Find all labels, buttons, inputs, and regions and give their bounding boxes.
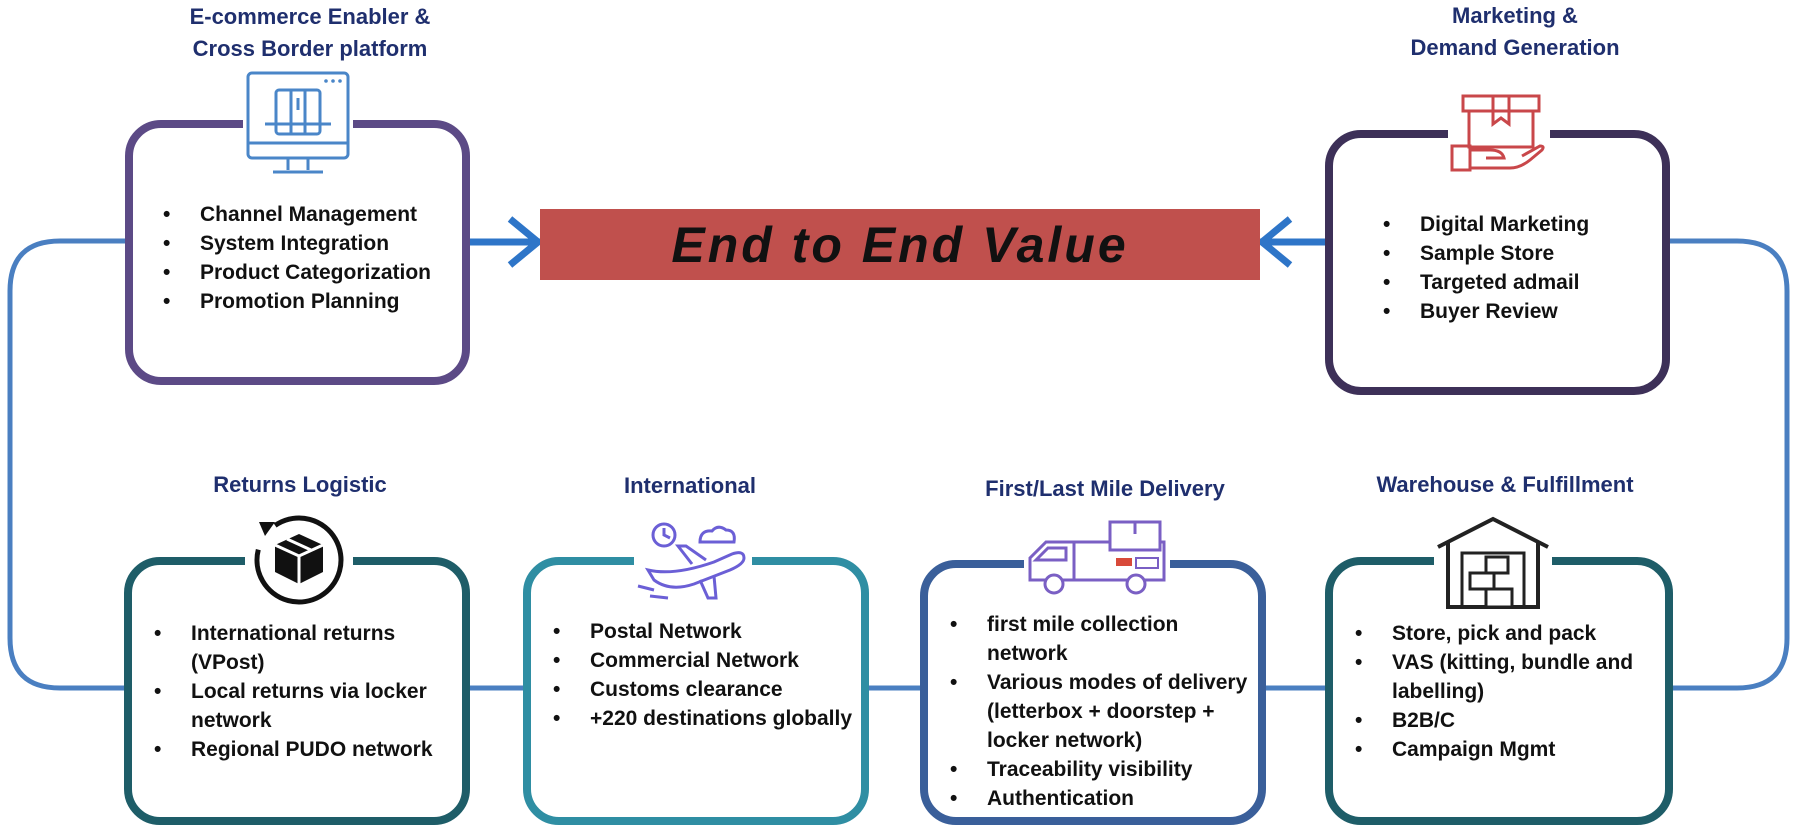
marketing-title: Marketing & Demand Generation (1355, 0, 1675, 64)
ecommerce-title: E-commerce Enabler & Cross Border platfo… (150, 1, 470, 65)
international-title: International (540, 470, 840, 502)
ecommerce-list: Channel Management System Integration Pr… (163, 200, 431, 316)
list-item: Promotion Planning (163, 287, 431, 316)
warehouse-icon (1434, 515, 1552, 610)
list-item: Customs clearance (553, 675, 852, 704)
list-item: network (987, 642, 1068, 665)
list-item: (letterbox + doorstep + (987, 700, 1215, 723)
delivery-title: First/Last Mile Delivery (935, 473, 1275, 505)
list-item: (VPost) (191, 651, 265, 674)
return-box-icon (245, 512, 353, 608)
list-item: Store, pick and pack (1355, 619, 1633, 648)
returns-title-text: Returns Logistic (213, 472, 387, 497)
delivery-title-text: First/Last Mile Delivery (985, 476, 1225, 501)
marketing-title-line2: Demand Generation (1410, 35, 1620, 60)
delivery-list: first mile collection network Various mo… (950, 610, 1247, 813)
list-item: Sample Store (1383, 239, 1589, 268)
list-item: System Integration (163, 229, 431, 258)
list-item: Traceability visibility (950, 755, 1247, 784)
warehouse-title: Warehouse & Fulfillment (1340, 469, 1670, 501)
list-item: Postal Network (553, 617, 852, 646)
banner-text: End to End Value (671, 216, 1129, 273)
list-item: Various modes of delivery (950, 668, 1247, 697)
list-item: network (191, 709, 272, 732)
list-item: Campaign Mgmt (1355, 735, 1633, 764)
list-item: Local returns via locker (154, 677, 433, 706)
list-item: Authentication (950, 784, 1247, 813)
list-item: labelling) (1392, 680, 1485, 703)
list-item: Buyer Review (1383, 297, 1589, 326)
marketing-title-line1: Marketing & (1452, 3, 1578, 28)
delivery-van-icon (1024, 520, 1170, 602)
list-item: Commercial Network (553, 646, 852, 675)
list-item: VAS (kitting, bundle and (1355, 648, 1633, 677)
hand-gift-box-icon (1448, 90, 1550, 180)
airplane-icon (634, 520, 752, 602)
list-item: Targeted admail (1383, 268, 1589, 297)
warehouse-list: Store, pick and pack VAS (kitting, bundl… (1355, 619, 1633, 764)
returns-list: International returns (VPost) Local retu… (154, 619, 433, 764)
international-title-text: International (623, 473, 756, 498)
returns-title: Returns Logistic (140, 469, 460, 501)
marketing-list: Digital Marketing Sample Store Targeted … (1383, 210, 1589, 326)
ecommerce-title-line1: E-commerce Enabler & (189, 4, 431, 29)
list-item: B2B/C (1355, 706, 1633, 735)
ecommerce-title-line2: Cross Border platform (192, 36, 428, 61)
list-item: Channel Management (163, 200, 431, 229)
delivery-box: first mile collection network Various mo… (920, 560, 1266, 825)
international-list: Postal Network Commercial Network Custom… (553, 617, 852, 733)
left-arrow-icon (460, 216, 544, 268)
returns-box: International returns (VPost) Local retu… (124, 557, 470, 825)
list-item: Product Categorization (163, 258, 431, 287)
list-item: first mile collection (950, 610, 1247, 639)
end-to-end-value-banner: End to End Value (540, 209, 1260, 280)
monitor-icon (243, 70, 353, 180)
list-item: locker network) (987, 729, 1143, 752)
warehouse-title-text: Warehouse & Fulfillment (1376, 472, 1634, 497)
list-item: +220 destinations globally (553, 704, 852, 733)
list-item: Regional PUDO network (154, 735, 433, 764)
list-item: Digital Marketing (1383, 210, 1589, 239)
list-item: International returns (154, 619, 433, 648)
